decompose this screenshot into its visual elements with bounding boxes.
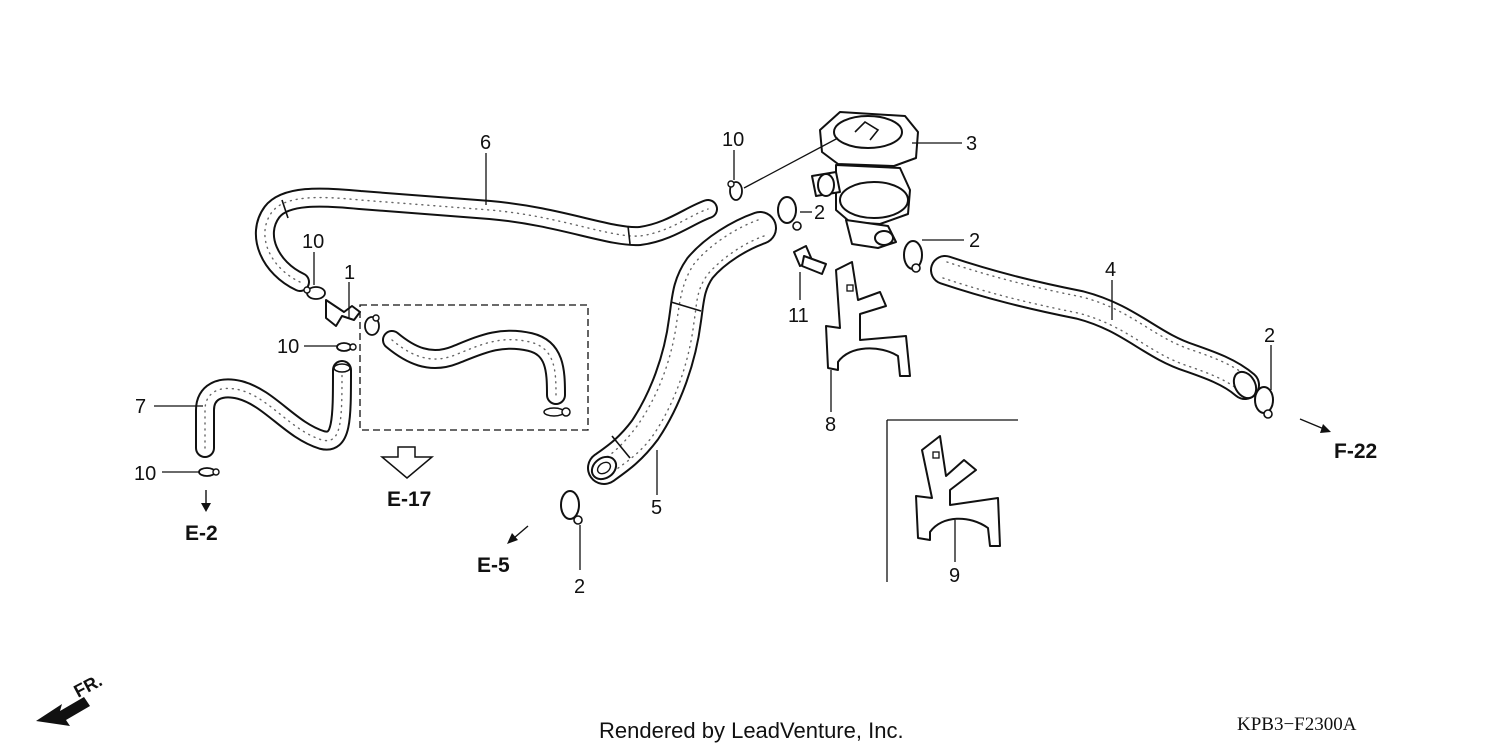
callout-10-b: 10 <box>302 231 324 253</box>
callout-2-b: 2 <box>969 230 980 252</box>
callout-2-d: 2 <box>574 576 585 598</box>
callout-9: 9 <box>949 565 960 587</box>
hose-5[interactable] <box>587 211 777 485</box>
hose-4[interactable] <box>930 255 1261 402</box>
bracket-part-9[interactable] <box>886 419 1018 582</box>
clamp-near-part-1[interactable] <box>364 314 380 336</box>
front-label: FR. <box>70 670 105 701</box>
clamp-part-10-b[interactable] <box>303 286 326 300</box>
leader-lines <box>154 137 1272 570</box>
ref-e5[interactable]: E-5 <box>477 554 510 577</box>
callout-11: 11 <box>788 305 809 327</box>
clamp-part-2-a[interactable] <box>777 196 802 231</box>
clamp-part-2-d[interactable] <box>560 490 583 525</box>
joint-part-1[interactable] <box>325 299 361 327</box>
callout-5: 5 <box>651 497 662 519</box>
e17-detail-box <box>359 304 589 431</box>
callout-10-a: 10 <box>722 129 744 151</box>
clamp-part-10-c[interactable] <box>336 342 357 352</box>
clamp-part-2-c[interactable] <box>1254 386 1274 419</box>
callout-1: 1 <box>344 262 355 284</box>
bracket-part-8[interactable] <box>825 261 911 377</box>
hose-6[interactable] <box>254 187 718 292</box>
callout-3: 3 <box>966 133 977 155</box>
clamp-part-10-d[interactable] <box>198 467 220 477</box>
callout-4: 4 <box>1105 259 1116 281</box>
diagram-code: KPB3−F2300A <box>1237 714 1357 735</box>
hose-7[interactable] <box>195 360 352 458</box>
ref-f22[interactable]: F-22 <box>1334 440 1377 463</box>
callout-8: 8 <box>825 414 836 436</box>
callout-7: 7 <box>135 396 146 418</box>
arrow-e5 <box>507 525 529 544</box>
callout-2-a: 2 <box>814 202 825 224</box>
callout-10-d: 10 <box>134 463 156 485</box>
callout-2-c: 2 <box>1264 325 1275 347</box>
clamp-part-2-b[interactable] <box>903 240 923 273</box>
callout-6: 6 <box>480 132 491 154</box>
footer-credit: Rendered by LeadVenture, Inc. <box>599 718 904 743</box>
air-valve-part-3[interactable] <box>811 111 919 249</box>
arrow-e2 <box>201 490 211 512</box>
arrow-f22 <box>1299 418 1331 433</box>
clamp-part-10-a[interactable] <box>727 180 743 201</box>
front-direction-arrow <box>36 697 90 726</box>
callout-10-c: 10 <box>277 336 299 358</box>
ref-e2[interactable]: E-2 <box>185 522 218 545</box>
ref-e17[interactable]: E-17 <box>387 488 431 511</box>
arrow-e17-outline <box>379 446 435 479</box>
bolt-part-11[interactable] <box>793 245 827 275</box>
